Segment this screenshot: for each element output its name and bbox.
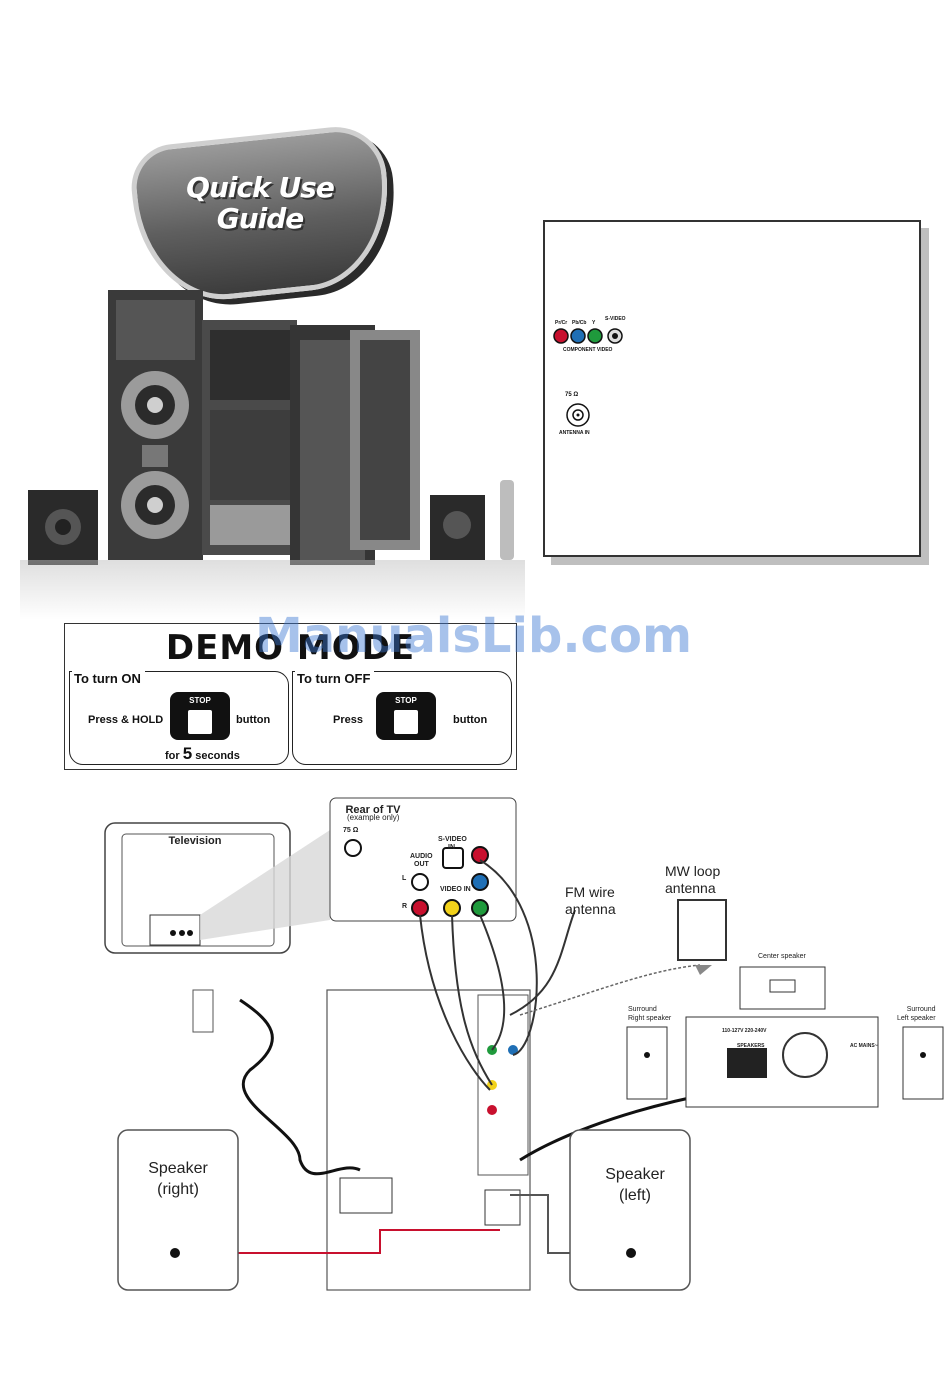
mw-antenna-line-2: antenna — [665, 880, 716, 896]
component-video-caption: COMPONENT VIDEO — [563, 347, 613, 353]
badge-line-1: Quick Use — [186, 171, 335, 204]
remote-photo — [500, 480, 514, 560]
demo-off-button-word: button — [453, 714, 488, 726]
demo-on-seconds-value: 5 — [182, 744, 193, 763]
speaker-left-label: Speaker (left) — [585, 1164, 685, 1206]
watermark: ManualsLib.com — [255, 608, 692, 664]
mw-antenna-label: MW loop antenna — [665, 863, 745, 897]
stop-label-off: STOP — [395, 696, 417, 705]
television-label: Television — [168, 835, 222, 847]
s-video-in-label-1: S-VIDEO — [438, 836, 467, 843]
speaker-left-line-2: (left) — [619, 1187, 651, 1204]
product-photo — [28, 290, 514, 565]
demo-off-heading: To turn OFF — [295, 671, 375, 686]
audio-out-label-1: AUDIO — [410, 853, 433, 860]
quick-use-title: Quick Use Guide — [165, 172, 355, 234]
label-pb: Pb/Cb — [572, 320, 587, 326]
demo-on-heading: To turn ON — [72, 671, 145, 686]
photo-reflection — [20, 560, 525, 620]
s-video-in-label-2: IN — [448, 844, 455, 851]
demo-off-press: Press — [333, 714, 363, 726]
connection-diagram — [104, 797, 944, 1291]
speaker-right-line-2: (right) — [157, 1181, 199, 1198]
demo-on-button-word: button — [236, 714, 271, 726]
stop-label-on: STOP — [189, 696, 211, 705]
ac-mains-label: AC MAINS~ — [850, 1043, 878, 1049]
antenna-jack-icon — [566, 403, 590, 427]
stop-icon-off — [394, 710, 418, 734]
fm-antenna-line-1: FM wire — [565, 884, 615, 900]
demo-on-card: To turn ON Press & HOLD STOP button for … — [69, 671, 289, 765]
tv-jack-panel — [149, 914, 201, 946]
surround-right-line-2: Right speaker — [628, 1015, 672, 1022]
surround-left-speaker-icon — [902, 1026, 944, 1100]
antenna-caption: ANTENNA IN — [559, 430, 590, 436]
stop-button-off: STOP — [376, 692, 436, 740]
tv-ohm-label: 75 Ω — [343, 827, 359, 834]
rear-of-tv-label: Rear of TV — [345, 804, 401, 816]
label-pr: Pr/Cr — [555, 320, 568, 326]
rear-tv-panel — [329, 797, 517, 922]
fm-antenna-label: FM wire antenna — [565, 884, 635, 918]
demo-on-press: Press & HOLD — [88, 714, 164, 726]
mw-antenna-icon — [677, 899, 727, 961]
stop-button-on: STOP — [170, 692, 230, 740]
speaker-right-label: Speaker (right) — [128, 1158, 228, 1200]
label-svideo: S-VIDEO — [605, 316, 626, 322]
demo-on-seconds: seconds — [195, 750, 240, 762]
center-speaker-icon — [739, 966, 826, 1010]
wall-socket-icon — [192, 989, 214, 1033]
surround-left-line-2: Left speaker — [897, 1015, 936, 1022]
speaker-left-line-1: Speaker — [605, 1166, 665, 1183]
info-box: Pr/Cr Pb/Cb Y S-VIDEO COMPONENT VIDEO 75… — [543, 220, 921, 557]
surround-left-line-1: Surround — [906, 1006, 936, 1013]
mw-antenna-line-1: MW loop — [665, 863, 721, 879]
badge-line-2: Guide — [216, 202, 305, 235]
demo-on-duration: for 5 seconds — [165, 744, 240, 764]
speaker-left-icon — [569, 1129, 691, 1291]
center-speaker-label: Center speaker — [758, 953, 806, 960]
demo-mode-panel: DEMO MODE To turn ON Press & HOLD STOP b… — [64, 623, 517, 770]
stop-icon-on — [188, 710, 212, 734]
amplifier-rear-panel — [685, 1016, 879, 1108]
surround-left-label: Surround Left speaker — [897, 1005, 936, 1023]
r-label: R — [402, 903, 408, 910]
component-video-jacks-icon — [553, 328, 623, 344]
voltage-label: 110-127V 220-240V — [722, 1028, 767, 1034]
zoom-callout — [200, 830, 330, 940]
demo-mode-title: DEMO MODE — [165, 628, 416, 668]
video-in-label: VIDEO IN — [440, 886, 471, 893]
speakers-label: SPEAKERS — [737, 1043, 765, 1049]
speaker-right-line-1: Speaker — [148, 1160, 208, 1177]
audio-out-label-2: OUT — [414, 861, 429, 868]
fm-antenna-line-2: antenna — [565, 901, 616, 917]
example-only-label: (example only) — [347, 813, 400, 822]
antenna-ohm: 75 Ω — [565, 392, 579, 398]
surround-right-speaker-icon — [626, 1026, 668, 1100]
demo-off-card: To turn OFF Press STOP button — [292, 671, 512, 765]
l-label: L — [402, 875, 407, 882]
demo-on-for: for — [165, 750, 180, 762]
surround-right-line-1: Surround — [628, 1006, 657, 1013]
label-y: Y — [592, 320, 596, 326]
speaker-right-icon — [117, 1129, 239, 1291]
surround-right-label: Surround Right speaker — [628, 1005, 671, 1023]
